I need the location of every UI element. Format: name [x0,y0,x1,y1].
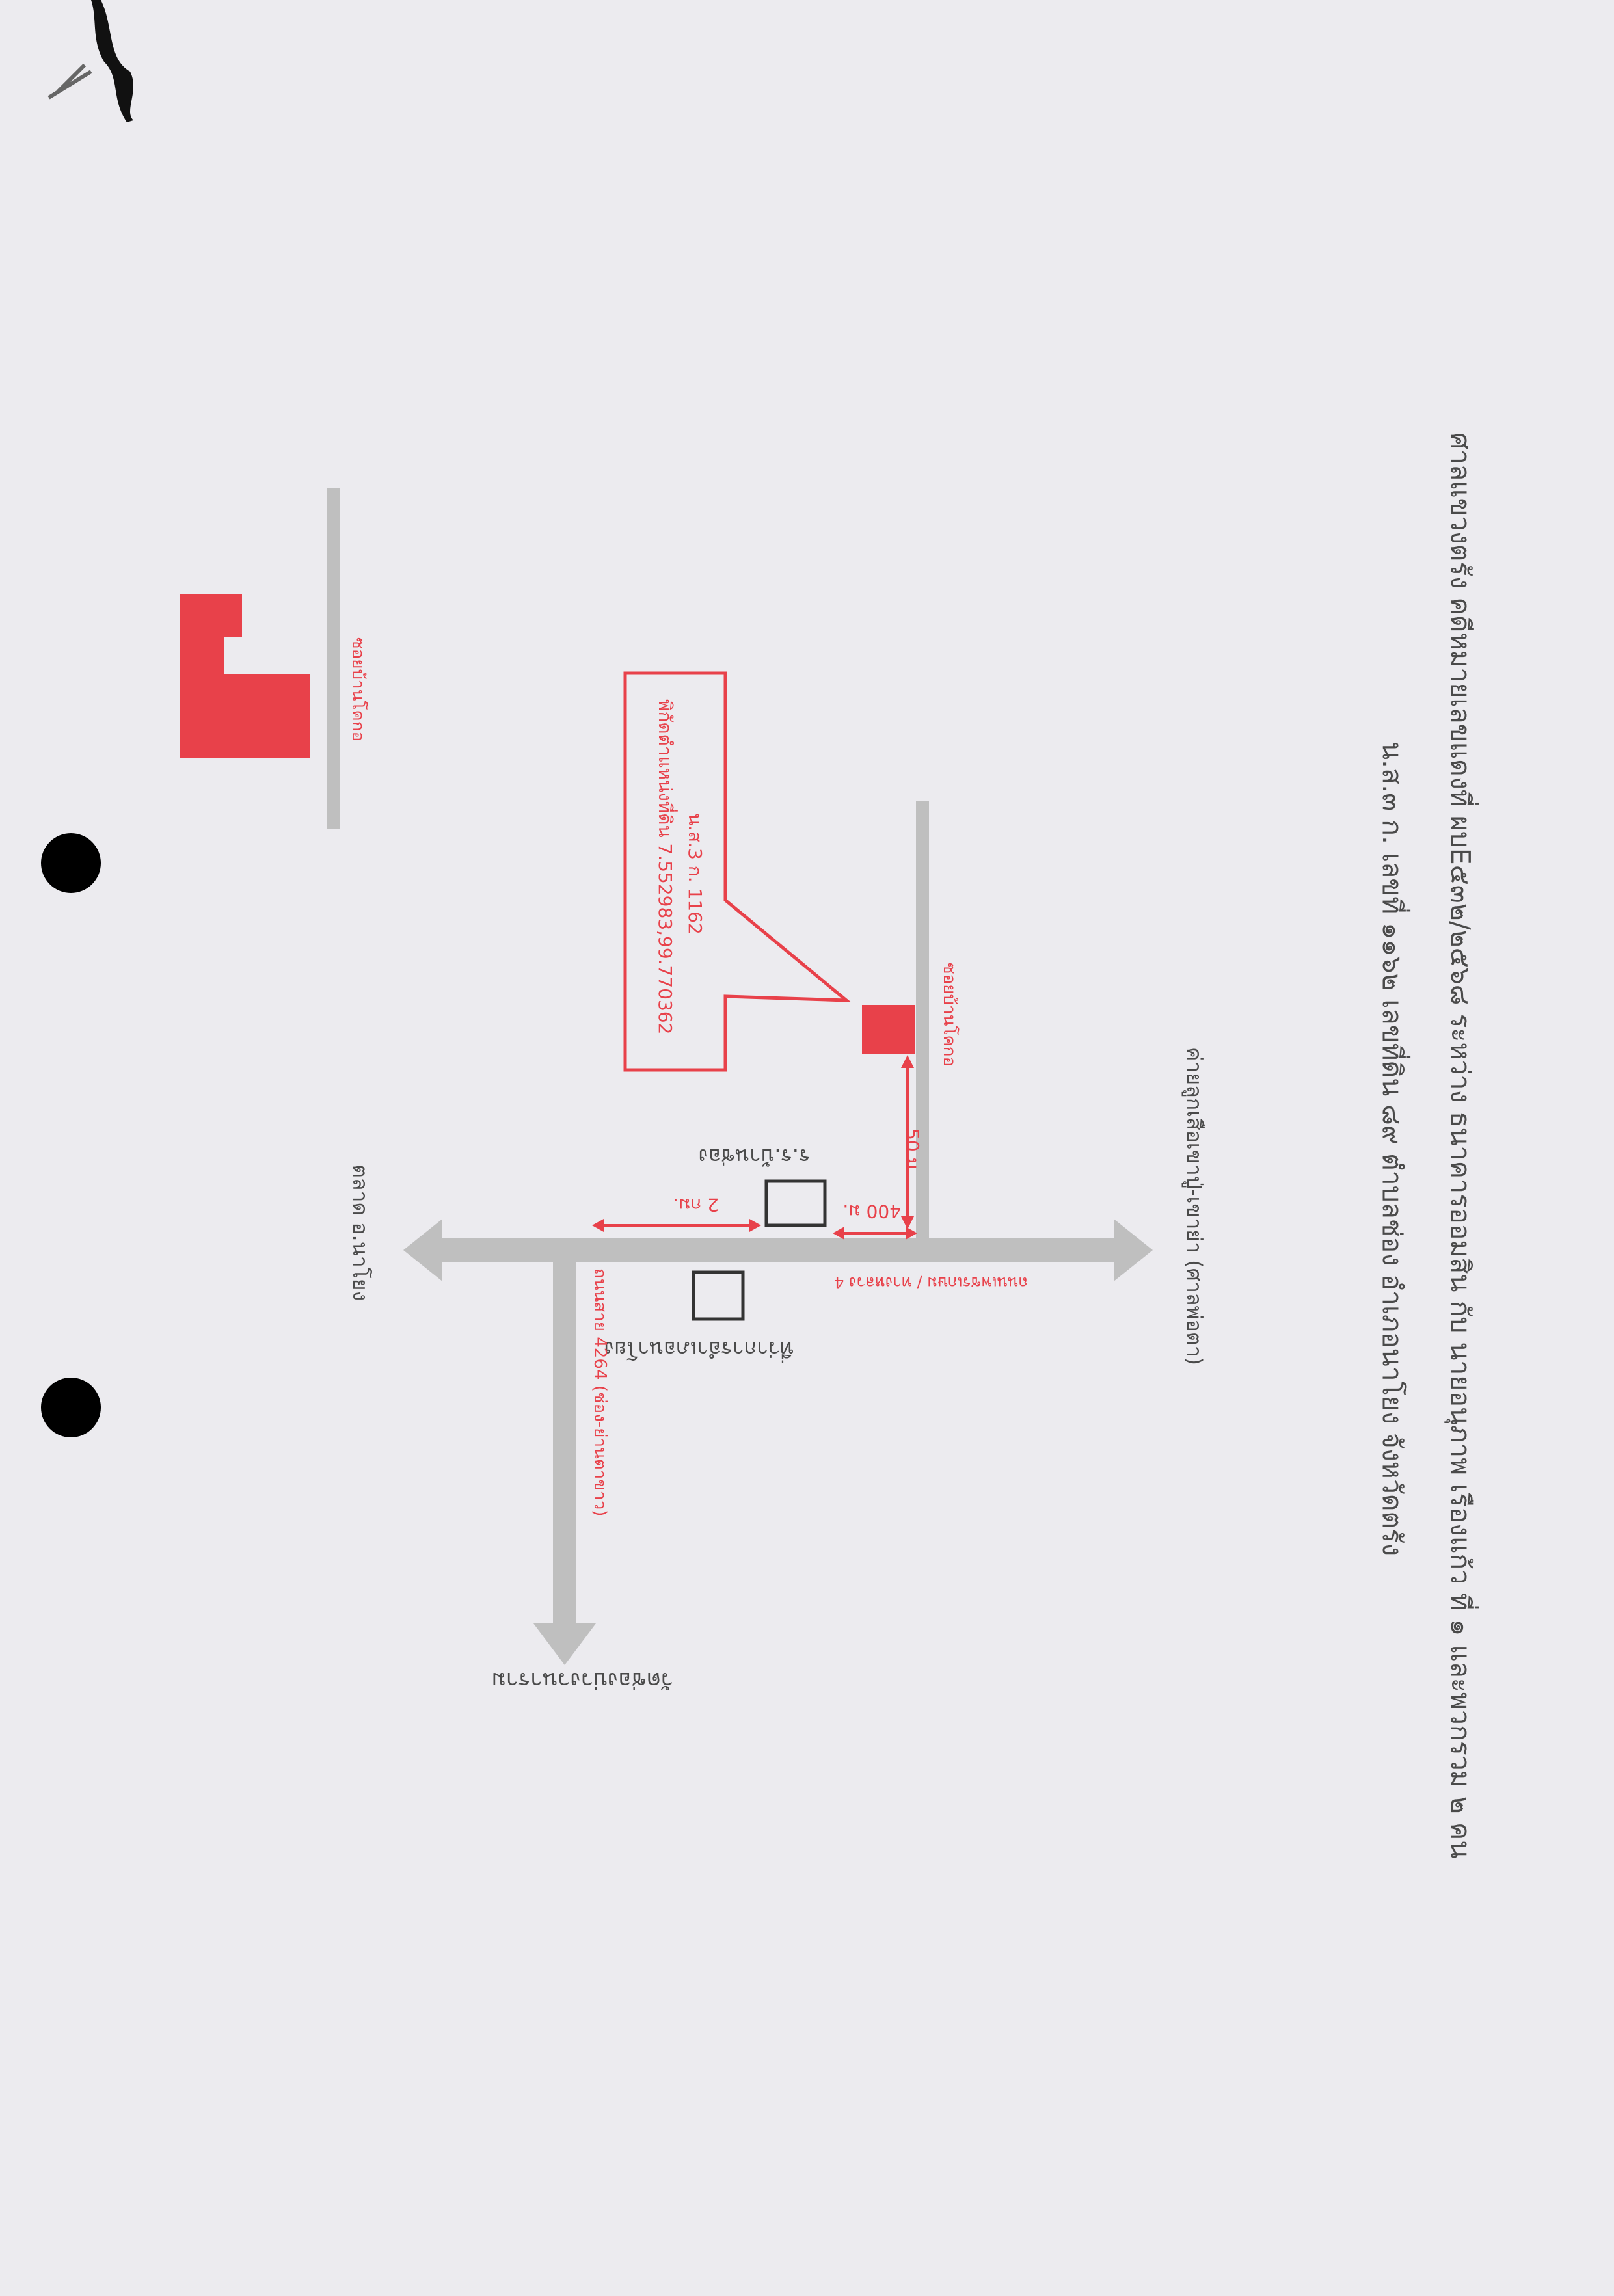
inset-parcel-shape [180,594,310,758]
soi-label-inset: ซอยบ้านโคกอ [348,637,368,742]
district-office-label: ที่ว่าการอำเภอนาโยง [604,1337,794,1361]
punch-hole-top [41,833,101,893]
header-line-1: ศาลแขวงตรัง คดีหมายเลขแดงที่ ผบE๕๓๒/๒๕๖๘… [1445,433,1476,1859]
dist-400-label: 400 ม. [842,1201,901,1222]
parcel-callout [623,671,852,1072]
side-road-arrow [533,1623,596,1665]
soi-road [916,801,929,1250]
road-main-label: ถนนเพชรเกษม / ทางหลวง 4 [834,1274,1028,1292]
punch-hole-bottom [41,1378,101,1437]
dist-50-arrowhead-bottom [901,1216,914,1229]
school-building [764,1179,827,1227]
main-road-arrow-right [1114,1219,1153,1281]
destination-left: ตลาด อ.นาโยง [348,1164,373,1302]
dist-50-label: 50 ม. [902,1128,923,1175]
main-road [429,1238,1119,1262]
road-side-label: ถนนสาย 4264 (ช่อง-ย่านตาขาว) [590,1268,610,1517]
inset-soi-road [327,488,340,829]
main-road-arrow-left [403,1219,442,1281]
school-label: ร.ร.บ้านช่อง [698,1144,810,1169]
district-office-building [692,1270,745,1321]
dist-400-arrowhead-right [906,1227,917,1240]
dist-2km-arrowhead-right [749,1219,761,1232]
side-road [553,1250,576,1627]
staple-mark [91,0,133,122]
destination-top: ค่ายลูกเสือเขาปู่-เขาย่า (ศาลพ่อตา) [1182,1047,1207,1366]
dist-50-arrowhead-top [901,1055,914,1068]
parcel-label-1: น.ส.3 ก. 1162 [684,813,706,935]
parcel-marker [862,1005,915,1054]
dist-400-arrowhead-left [833,1227,844,1240]
header-line-2: น.ส.๓ ก. เลขที่ ๑๑๖๒ เลขที่ดิน ๘๙ ตำบลช่… [1377,741,1408,1556]
dist-2km-label: 2 กม. [672,1194,719,1216]
staple-scratch [47,63,92,100]
parcel-label-2: พิกัดตำแหน่งที่ดิน 7.552983,99.770362 [654,699,676,1035]
soi-label-main: ซอยบ้านโคกอ [939,963,959,1067]
dist-2km-arrowhead-left [592,1219,604,1232]
destination-bottom: วัดช่องบ่วงวนาราม [491,1667,673,1693]
